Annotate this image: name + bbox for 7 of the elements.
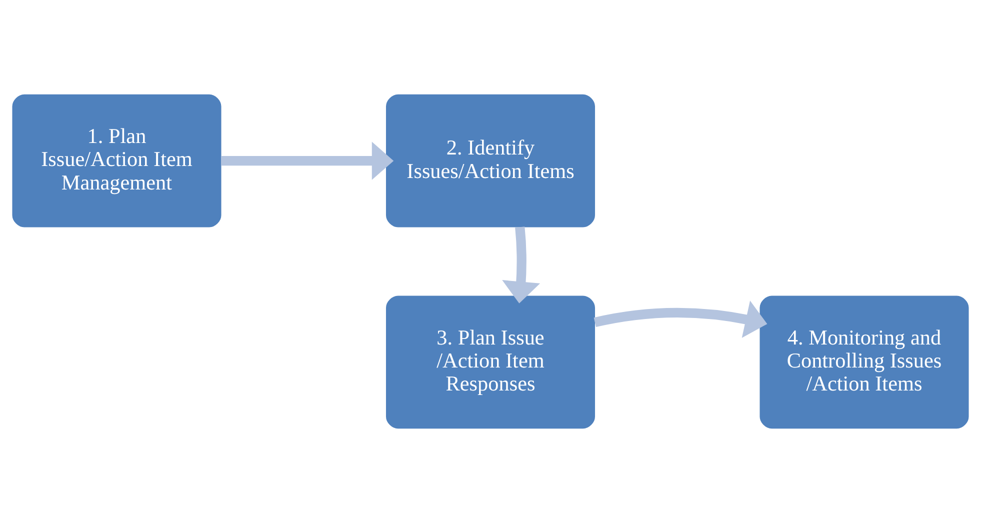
arrow <box>221 142 394 180</box>
arrow <box>502 226 540 304</box>
node-box: 1. Plan Issue/Action Item Management <box>12 94 222 228</box>
node-box: 2. Identify Issues/Action Items <box>386 94 596 228</box>
arrow <box>594 300 768 338</box>
node-box: 3. Plan Issue /Action Item Responses <box>386 296 596 429</box>
node-box: 4. Monitoring and Controlling Issues /Action Items <box>760 296 969 429</box>
